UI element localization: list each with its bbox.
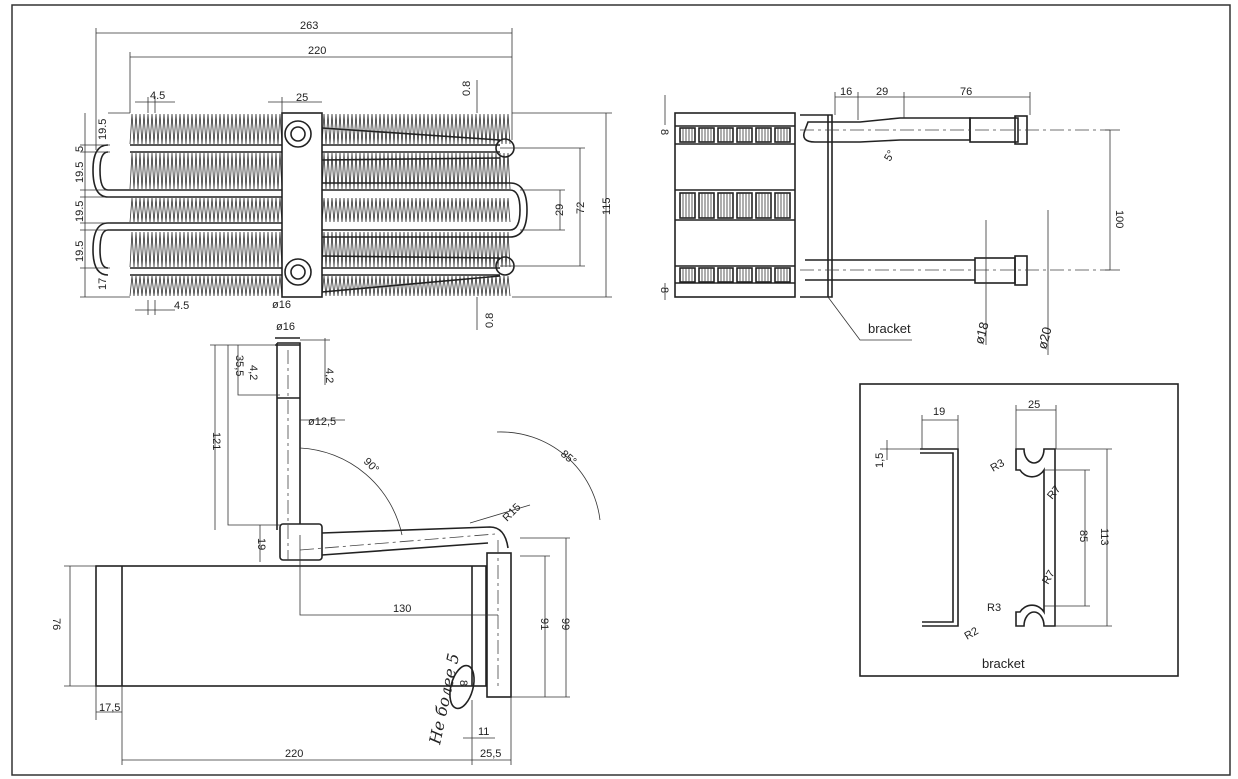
fin-slot	[679, 267, 696, 283]
fin-slot	[698, 192, 715, 219]
dim-99: 99	[559, 618, 571, 630]
dim-r15: R15	[501, 501, 524, 524]
dim-0-8-bottom: 0.8	[484, 313, 496, 328]
fin-slot	[679, 127, 696, 143]
dim-76-front: 76	[50, 618, 62, 630]
dim-11: 11	[478, 726, 489, 738]
dim-263: 263	[300, 20, 318, 32]
fin-slots	[679, 127, 791, 283]
fin-zigzag	[129, 152, 283, 190]
fin-slot	[698, 127, 715, 143]
fin-slot	[717, 267, 734, 283]
dim-16: 16	[840, 86, 852, 98]
dim-115: 115	[601, 197, 613, 215]
dim-85: 85	[1077, 530, 1089, 542]
dim-17-5: 17,5	[99, 702, 120, 714]
fin-zigzag	[321, 197, 511, 223]
dim-5: 5	[74, 146, 86, 152]
dim-29-side: 29	[876, 86, 888, 98]
fin-zigzag	[129, 275, 283, 297]
fin-slot	[774, 267, 791, 283]
dim-0-8-top: 0.8	[461, 81, 473, 96]
fin-slot	[774, 127, 791, 143]
dim-19-5-b: 19.5	[74, 162, 86, 183]
dim-35-5: 35,5	[233, 355, 245, 376]
dim-220: 220	[308, 45, 326, 57]
fin-slot	[736, 267, 753, 283]
sheet-border	[11, 4, 1231, 776]
fin-slot	[698, 267, 715, 283]
dim-1-5: 1,5	[874, 453, 886, 468]
dim-dia-18: ø18	[971, 320, 991, 346]
dim-dia-12-5: ø12,5	[308, 416, 336, 428]
dim-25: 25	[296, 92, 308, 104]
fin-slot	[755, 267, 772, 283]
dim-dia-a: ø16	[272, 299, 291, 311]
dim-25-5: 25,5	[480, 748, 501, 760]
fin-zigzag	[129, 113, 283, 145]
dim-dia-b: ø16	[276, 321, 295, 333]
top-view: 263 220 4.5 4.5 25 0.8 0.8 115 72 29 19.…	[74, 20, 613, 333]
dim-130: 130	[393, 603, 411, 615]
dim-19-5-d: 19.5	[74, 241, 86, 262]
fin-slot	[755, 192, 772, 219]
fin-slot	[717, 127, 734, 143]
handwritten-note: Не более 5	[425, 652, 463, 747]
dim-8-bottom: 8	[658, 287, 670, 293]
fin-zigzag	[129, 231, 283, 268]
dim-220-front: 220	[285, 748, 303, 760]
dim-dia-20: ø20	[1034, 325, 1054, 351]
dim-19-5-c: 19.5	[74, 201, 86, 222]
fin-slot	[736, 192, 753, 219]
dim-4-5-bottom: 4.5	[174, 300, 189, 312]
dim-121: 121	[210, 432, 222, 450]
bracket-callout: bracket	[868, 321, 911, 336]
dim-4-2-b: 4,2	[323, 368, 335, 383]
bracket-detail-label: bracket	[982, 656, 1025, 671]
fin-zigzag	[129, 197, 283, 223]
dim-29: 29	[554, 204, 566, 216]
dim-r3-bottom: R3	[987, 602, 1001, 614]
fin-slot	[755, 127, 772, 143]
bracket-detail: 19 1,5 25 R3 R7 85 113 R7 R3 R2 bracket	[859, 383, 1179, 677]
dim-r7-top: R7	[1045, 483, 1063, 501]
dim-8-top: 8	[658, 129, 670, 135]
port-bottom	[284, 258, 312, 286]
fin-slot	[679, 192, 696, 219]
fin-zigzag	[321, 113, 511, 145]
fin-zigzag	[321, 231, 511, 268]
dim-r2: R2	[963, 625, 981, 642]
side-view: 16 29 76 5° 100 ø18 ø20 8 8 bracket	[658, 86, 1125, 355]
port-top	[284, 120, 312, 148]
dim-113: 113	[1098, 528, 1110, 546]
dim-8-oval: 8	[457, 680, 469, 686]
dim-25-bracket: 25	[1028, 399, 1040, 411]
dim-72: 72	[575, 202, 587, 214]
dim-19-front: 19	[255, 538, 267, 550]
front-view: 35,5 4,2 4,2 121 ø12,5 90° 85° R15 19 76…	[50, 337, 601, 765]
dim-4-2-a: 4,2	[247, 365, 259, 380]
fin-slot	[736, 127, 753, 143]
fin-slot	[717, 192, 734, 219]
dim-76: 76	[960, 86, 972, 98]
tubes	[92, 127, 528, 293]
dim-r3-top: R3	[989, 457, 1007, 474]
dim-100: 100	[1113, 210, 1125, 228]
dim-19-5-a: 19.5	[97, 119, 109, 140]
dim-angle-5: 5°	[882, 148, 898, 163]
dim-17: 17	[97, 278, 109, 290]
fins	[129, 113, 511, 297]
fin-slot	[774, 192, 791, 219]
fin-zigzag	[321, 275, 511, 297]
dim-4-5-top: 4.5	[150, 90, 165, 102]
dim-91: 91	[538, 618, 550, 630]
dim-19-bracket: 19	[933, 406, 945, 418]
fin-zigzag	[321, 152, 511, 190]
